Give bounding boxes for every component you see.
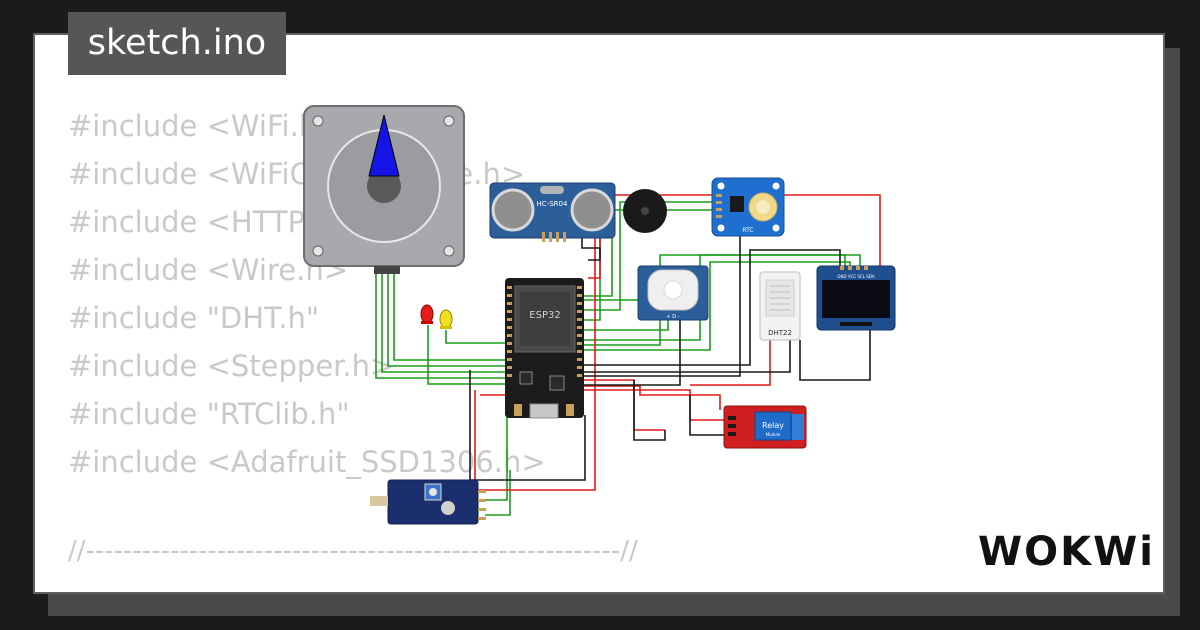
- code-line: #include <WiFi.h>: [68, 109, 342, 143]
- code-separator: //--------------------------------------…: [68, 536, 638, 566]
- file-tab[interactable]: sketch.ino: [68, 12, 286, 75]
- code-line: #include "RTClib.h": [68, 397, 350, 431]
- buzzer[interactable]: [623, 189, 667, 233]
- esp32-board[interactable]: ESP32: [505, 278, 584, 419]
- ultrasonic-sensor[interactable]: HC-SR04: [489, 182, 616, 242]
- code-line: #include <Stepper.h>: [68, 349, 395, 383]
- wire-black-group: [469, 224, 871, 481]
- relay-module[interactable]: Relay Module: [723, 405, 807, 449]
- code-line: #include <Wire.h>: [68, 253, 349, 287]
- ldr-module[interactable]: [370, 479, 486, 525]
- rtc-module[interactable]: RTC: [711, 177, 785, 237]
- esp32-label: ESP32: [529, 310, 560, 321]
- wokwi-logo: WOKWi: [978, 527, 1153, 577]
- rtc-label: RTC: [742, 227, 753, 234]
- stepper-motor[interactable]: [303, 105, 465, 274]
- diagram-card: [33, 33, 1165, 594]
- dht22-label: DHT22: [768, 329, 792, 337]
- relay-label: Relay: [762, 421, 784, 430]
- code-line: #include "DHT.h": [68, 301, 320, 335]
- led-yellow[interactable]: [439, 309, 453, 329]
- pir-label: + D -: [666, 314, 679, 320]
- led-red[interactable]: [420, 304, 434, 324]
- code-line: #include <Adafruit_SSD1306.h>: [68, 445, 546, 479]
- relay-sublabel: Module: [766, 432, 781, 437]
- dht22-sensor[interactable]: DHT22: [759, 271, 801, 341]
- oled-display[interactable]: GND VCC SCL SDA: [816, 265, 896, 331]
- pir-sensor[interactable]: + D -: [637, 265, 709, 321]
- oled-pin-labels: GND VCC SCL SDA: [837, 274, 874, 279]
- ultrasonic-label: HC-SR04: [537, 200, 568, 208]
- wokwi-logo-text: WOKWi: [978, 529, 1150, 573]
